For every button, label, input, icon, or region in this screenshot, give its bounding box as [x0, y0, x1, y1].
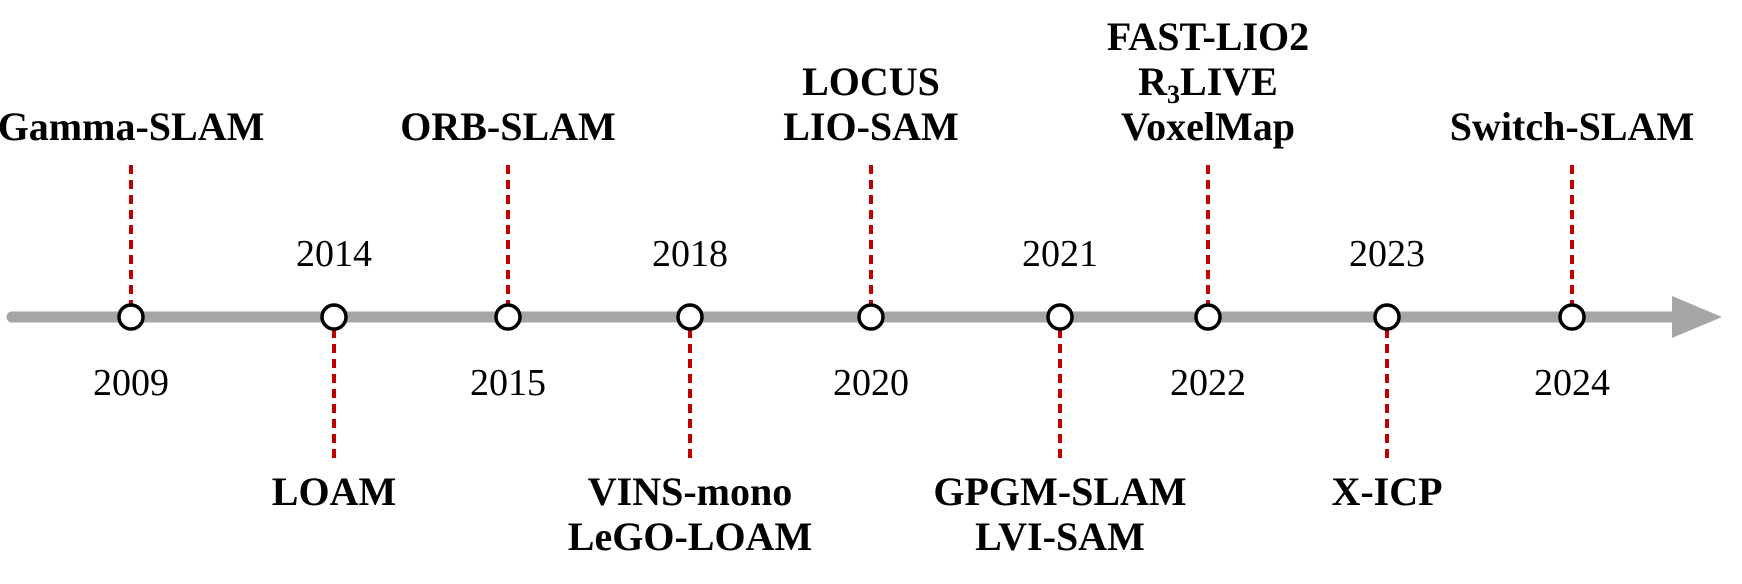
timeline-arrowhead — [1672, 296, 1722, 338]
year-label-2020: 2020 — [833, 362, 909, 404]
milestone-marker-2018 — [676, 303, 704, 331]
year-label-2015: 2015 — [470, 362, 546, 404]
method-label: Gamma-SLAM — [0, 104, 264, 149]
milestone-marker-2022 — [1194, 303, 1222, 331]
milestone-marker-2024 — [1558, 303, 1586, 331]
year-label-2024: 2024 — [1534, 362, 1610, 404]
method-label: VINS-mono — [588, 469, 792, 514]
year-label-2014: 2014 — [296, 233, 372, 275]
milestone-marker-2009 — [117, 303, 145, 331]
method-label: LeGO-LOAM — [568, 514, 812, 559]
milestone-marker-2014 — [320, 303, 348, 331]
milestone-marker-2023 — [1373, 303, 1401, 331]
milestone-marker-2015 — [494, 303, 522, 331]
year-label-2009: 2009 — [93, 362, 169, 404]
milestone-marker-2020 — [857, 303, 885, 331]
method-label: VoxelMap — [1121, 104, 1295, 149]
method-label: X-ICP — [1331, 469, 1442, 514]
method-label: LOCUS — [802, 59, 940, 104]
method-label: LOAM — [272, 469, 396, 514]
method-label: GPGM-SLAM — [933, 469, 1186, 514]
method-label: R3LIVE — [1138, 59, 1278, 109]
method-label: LIO-SAM — [783, 104, 959, 149]
method-label: ORB-SLAM — [400, 104, 616, 149]
year-label-2022: 2022 — [1170, 362, 1246, 404]
year-label-2021: 2021 — [1022, 233, 1098, 275]
milestone-marker-2021 — [1046, 303, 1074, 331]
year-label-2018: 2018 — [652, 233, 728, 275]
method-label: Switch-SLAM — [1450, 104, 1694, 149]
year-label-2023: 2023 — [1349, 233, 1425, 275]
method-label: FAST-LIO2 — [1107, 14, 1309, 59]
method-label: LVI-SAM — [975, 514, 1145, 559]
